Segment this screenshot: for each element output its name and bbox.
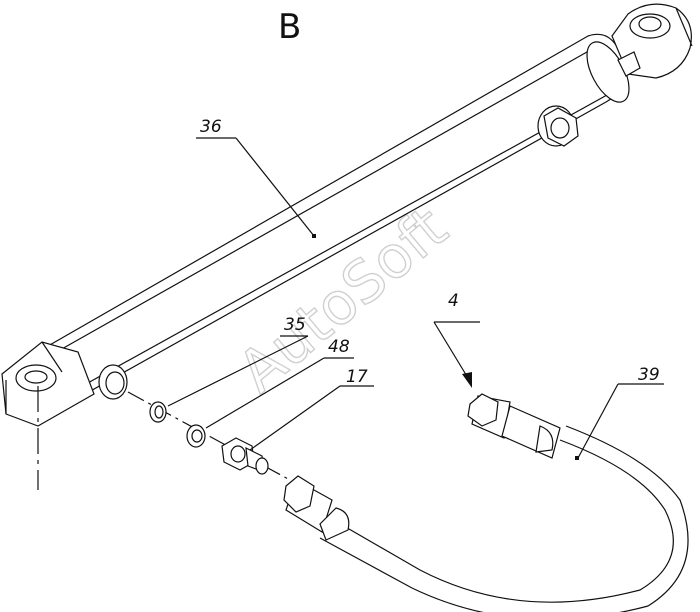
svg-text:35: 35 [284,315,306,335]
seal-ring-35[interactable] [149,401,167,423]
svg-text:17: 17 [346,367,368,387]
svg-text:48: 48 [328,337,350,357]
hydraulic-hose-39[interactable] [283,393,689,612]
view-label: В [278,7,301,47]
callout-36[interactable]: 36 [196,117,316,238]
washer-48[interactable] [186,424,206,448]
callout-35[interactable]: 35 [167,315,309,407]
callout-48[interactable]: 48 [205,337,354,429]
svg-text:39: 39 [638,365,660,385]
svg-text:4: 4 [448,291,459,311]
svg-text:36: 36 [200,117,222,137]
callout-17[interactable]: 17 [249,367,374,451]
adapter-fitting-17[interactable] [221,437,269,475]
callout-4[interactable]: 4 [433,291,480,388]
callout-39[interactable]: 39 [575,365,664,460]
hydraulic-cylinder[interactable] [1,3,693,490]
